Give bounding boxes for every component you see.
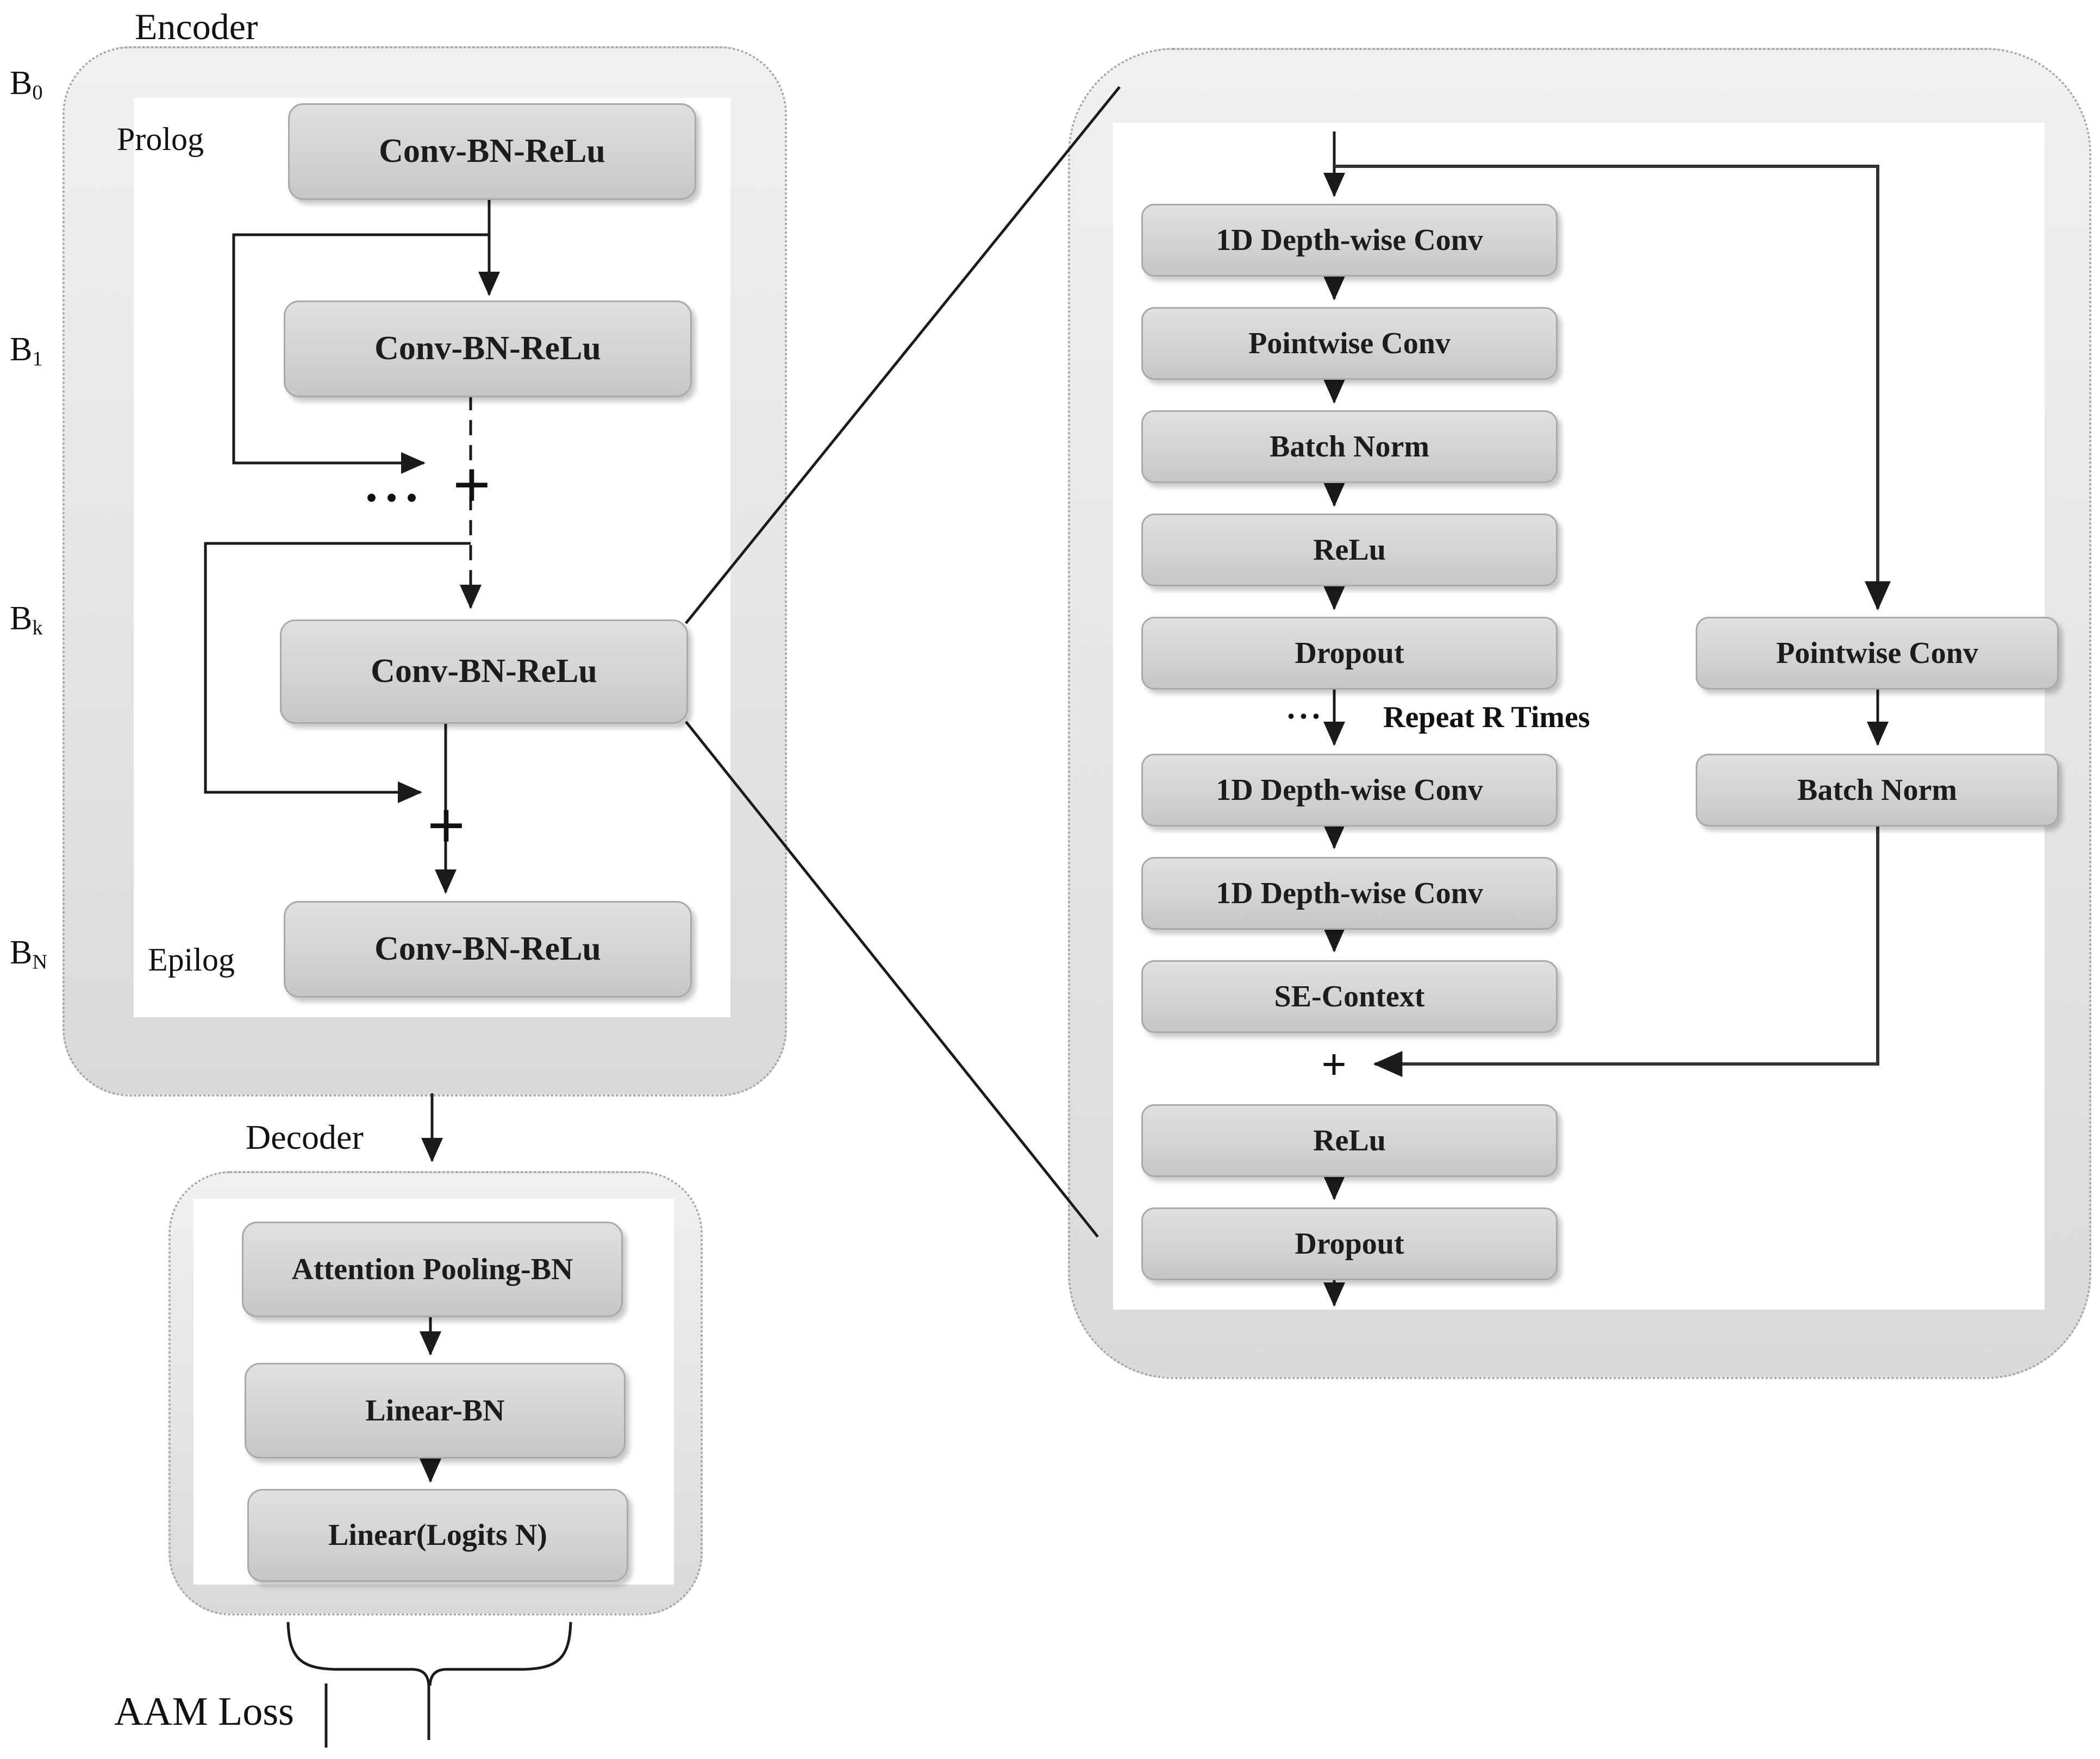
detail-block-relu-2: ReLu — [1141, 1104, 1558, 1177]
detail-block-se-context: SE-Context — [1141, 960, 1558, 1033]
side-label-b1: B1 — [10, 331, 43, 371]
brace-left-half — [286, 1622, 430, 1740]
repeat-ellipsis-encoder: ... — [365, 456, 426, 512]
brace-right-half — [428, 1622, 572, 1686]
block-epilog-conv-bn-relu: Conv-BN-ReLu — [284, 901, 692, 998]
branch-block-pointwise-conv: Pointwise Conv — [1696, 617, 2059, 690]
sum-node-b1: + — [452, 448, 491, 522]
encoder-content-area — [134, 98, 730, 1017]
detail-block-relu-1: ReLu — [1141, 514, 1558, 586]
side-label-bn: BN — [10, 934, 48, 974]
sum-node-detail: + — [1321, 1039, 1347, 1089]
detail-block-1d-depthwise-conv-2: 1D Depth-wise Conv — [1141, 754, 1558, 827]
side-label-b0: B0 — [10, 65, 43, 104]
block-attention-pooling-bn: Attention Pooling-BN — [242, 1222, 623, 1317]
detail-block-dropout-1: Dropout — [1141, 617, 1558, 690]
repeat-ellipsis-detail: ... — [1287, 690, 1324, 725]
detail-block-1d-depthwise-conv-1: 1D Depth-wise Conv — [1141, 204, 1558, 277]
repeat-r-times-label: Repeat R Times — [1383, 700, 1590, 734]
detail-block-batch-norm: Batch Norm — [1141, 410, 1558, 483]
detail-block-dropout-2: Dropout — [1141, 1207, 1558, 1280]
encoder-title-text: Encoder — [135, 6, 258, 47]
side-label-bk: Bk — [10, 600, 43, 640]
block-prolog-conv-bn-relu: Conv-BN-ReLu — [288, 103, 696, 200]
detail-block-pointwise-conv: Pointwise Conv — [1141, 307, 1558, 380]
prolog-label: Prolog — [117, 121, 204, 157]
block-bk-conv-bn-relu: Conv-BN-ReLu — [280, 619, 688, 724]
sum-node-bk: + — [427, 788, 466, 863]
block-b1-conv-bn-relu: Conv-BN-ReLu — [284, 301, 692, 397]
epilog-label: Epilog — [148, 942, 235, 978]
detail-block-1d-depthwise-conv-3: 1D Depth-wise Conv — [1141, 857, 1558, 930]
encoder-title: Encoder — [135, 5, 258, 48]
block-linear-bn: Linear-BN — [245, 1363, 626, 1458]
block-linear-logits-n: Linear(Logits N) — [247, 1489, 628, 1582]
aam-loss-label: AAM Loss — [114, 1689, 294, 1734]
decoder-title: Decoder — [246, 1118, 364, 1156]
branch-block-batch-norm: Batch Norm — [1696, 754, 2059, 827]
